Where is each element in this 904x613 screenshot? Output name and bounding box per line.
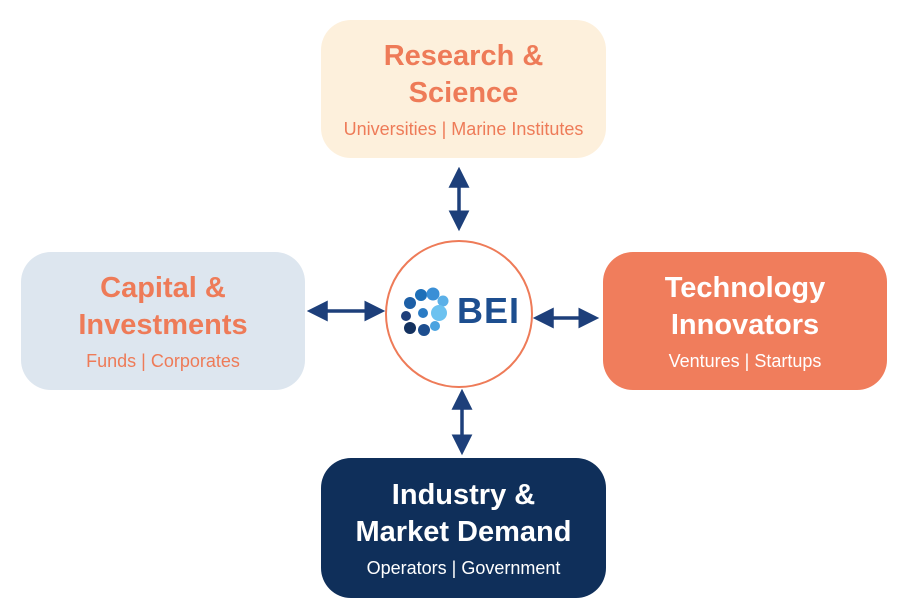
capital-subtitle: Funds | Corporates — [86, 351, 240, 371]
research-science-node: Research & Science Universities | Marine… — [321, 20, 606, 158]
capital-investments-node: Capital & Investments Funds | Corporates — [21, 252, 305, 390]
research-subtitle: Universities | Marine Institutes — [343, 119, 584, 139]
industry-market-node: Industry & Market Demand Operators | Gov… — [321, 458, 606, 598]
industry-subtitle: Operators | Government — [366, 558, 561, 578]
research-title: Research & Science — [383, 40, 544, 109]
bei-logo-icon — [401, 287, 449, 336]
technology-innovators-node: Technology Innovators Ventures | Startup… — [603, 252, 887, 390]
bei-logo-text: BEI — [457, 290, 521, 331]
industry-title: Industry & Market Demand — [355, 479, 572, 548]
bei-hub: BEI — [385, 240, 533, 388]
technology-subtitle: Ventures | Startups — [668, 351, 822, 371]
technology-title: Technology Innovators — [664, 272, 826, 341]
capital-title: Capital & Investments — [78, 272, 248, 341]
